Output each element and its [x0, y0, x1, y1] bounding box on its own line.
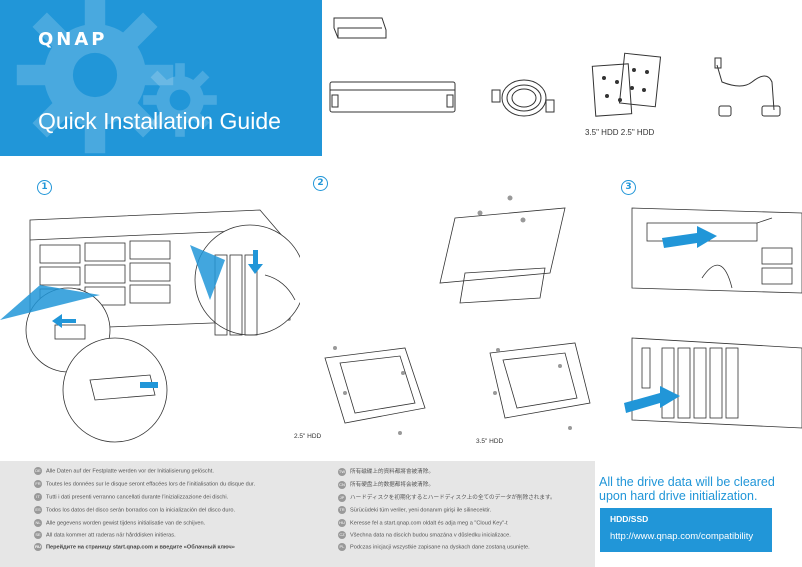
gear-icon [143, 63, 217, 137]
package-contents-illustration [329, 17, 781, 117]
step-2-number: 2 [313, 176, 328, 191]
compatibility-link[interactable]: http://www.qnap.com/compatibility [610, 531, 754, 542]
step-1-number: 1 [37, 180, 52, 195]
multilingual-notice-panel [0, 461, 595, 567]
compatibility-heading: HDD/SSD [610, 514, 649, 524]
gear-icon [16, 0, 174, 154]
caption-2-5-hdd: 2.5" HDD [294, 433, 322, 440]
step-1-illustration [0, 209, 300, 443]
step-2-illustration [324, 195, 591, 435]
drive-data-warning: All the drive data will be cleared upon … [599, 475, 775, 503]
qnap-logo: QNAP [38, 29, 108, 50]
header-banner: QNAP Quick Installation Guide [0, 0, 322, 156]
caption-3-5-hdd: 3.5" HDD [476, 438, 504, 445]
step-3-illustration [624, 207, 802, 429]
compatibility-box: HDD/SSD http://www.qnap.com/compatibilit… [600, 508, 772, 552]
step-3-number: 3 [621, 180, 636, 195]
hdd-screw-legend: 3.5" HDD 2.5" HDD [585, 128, 655, 137]
page-title: Quick Installation Guide [38, 108, 281, 134]
